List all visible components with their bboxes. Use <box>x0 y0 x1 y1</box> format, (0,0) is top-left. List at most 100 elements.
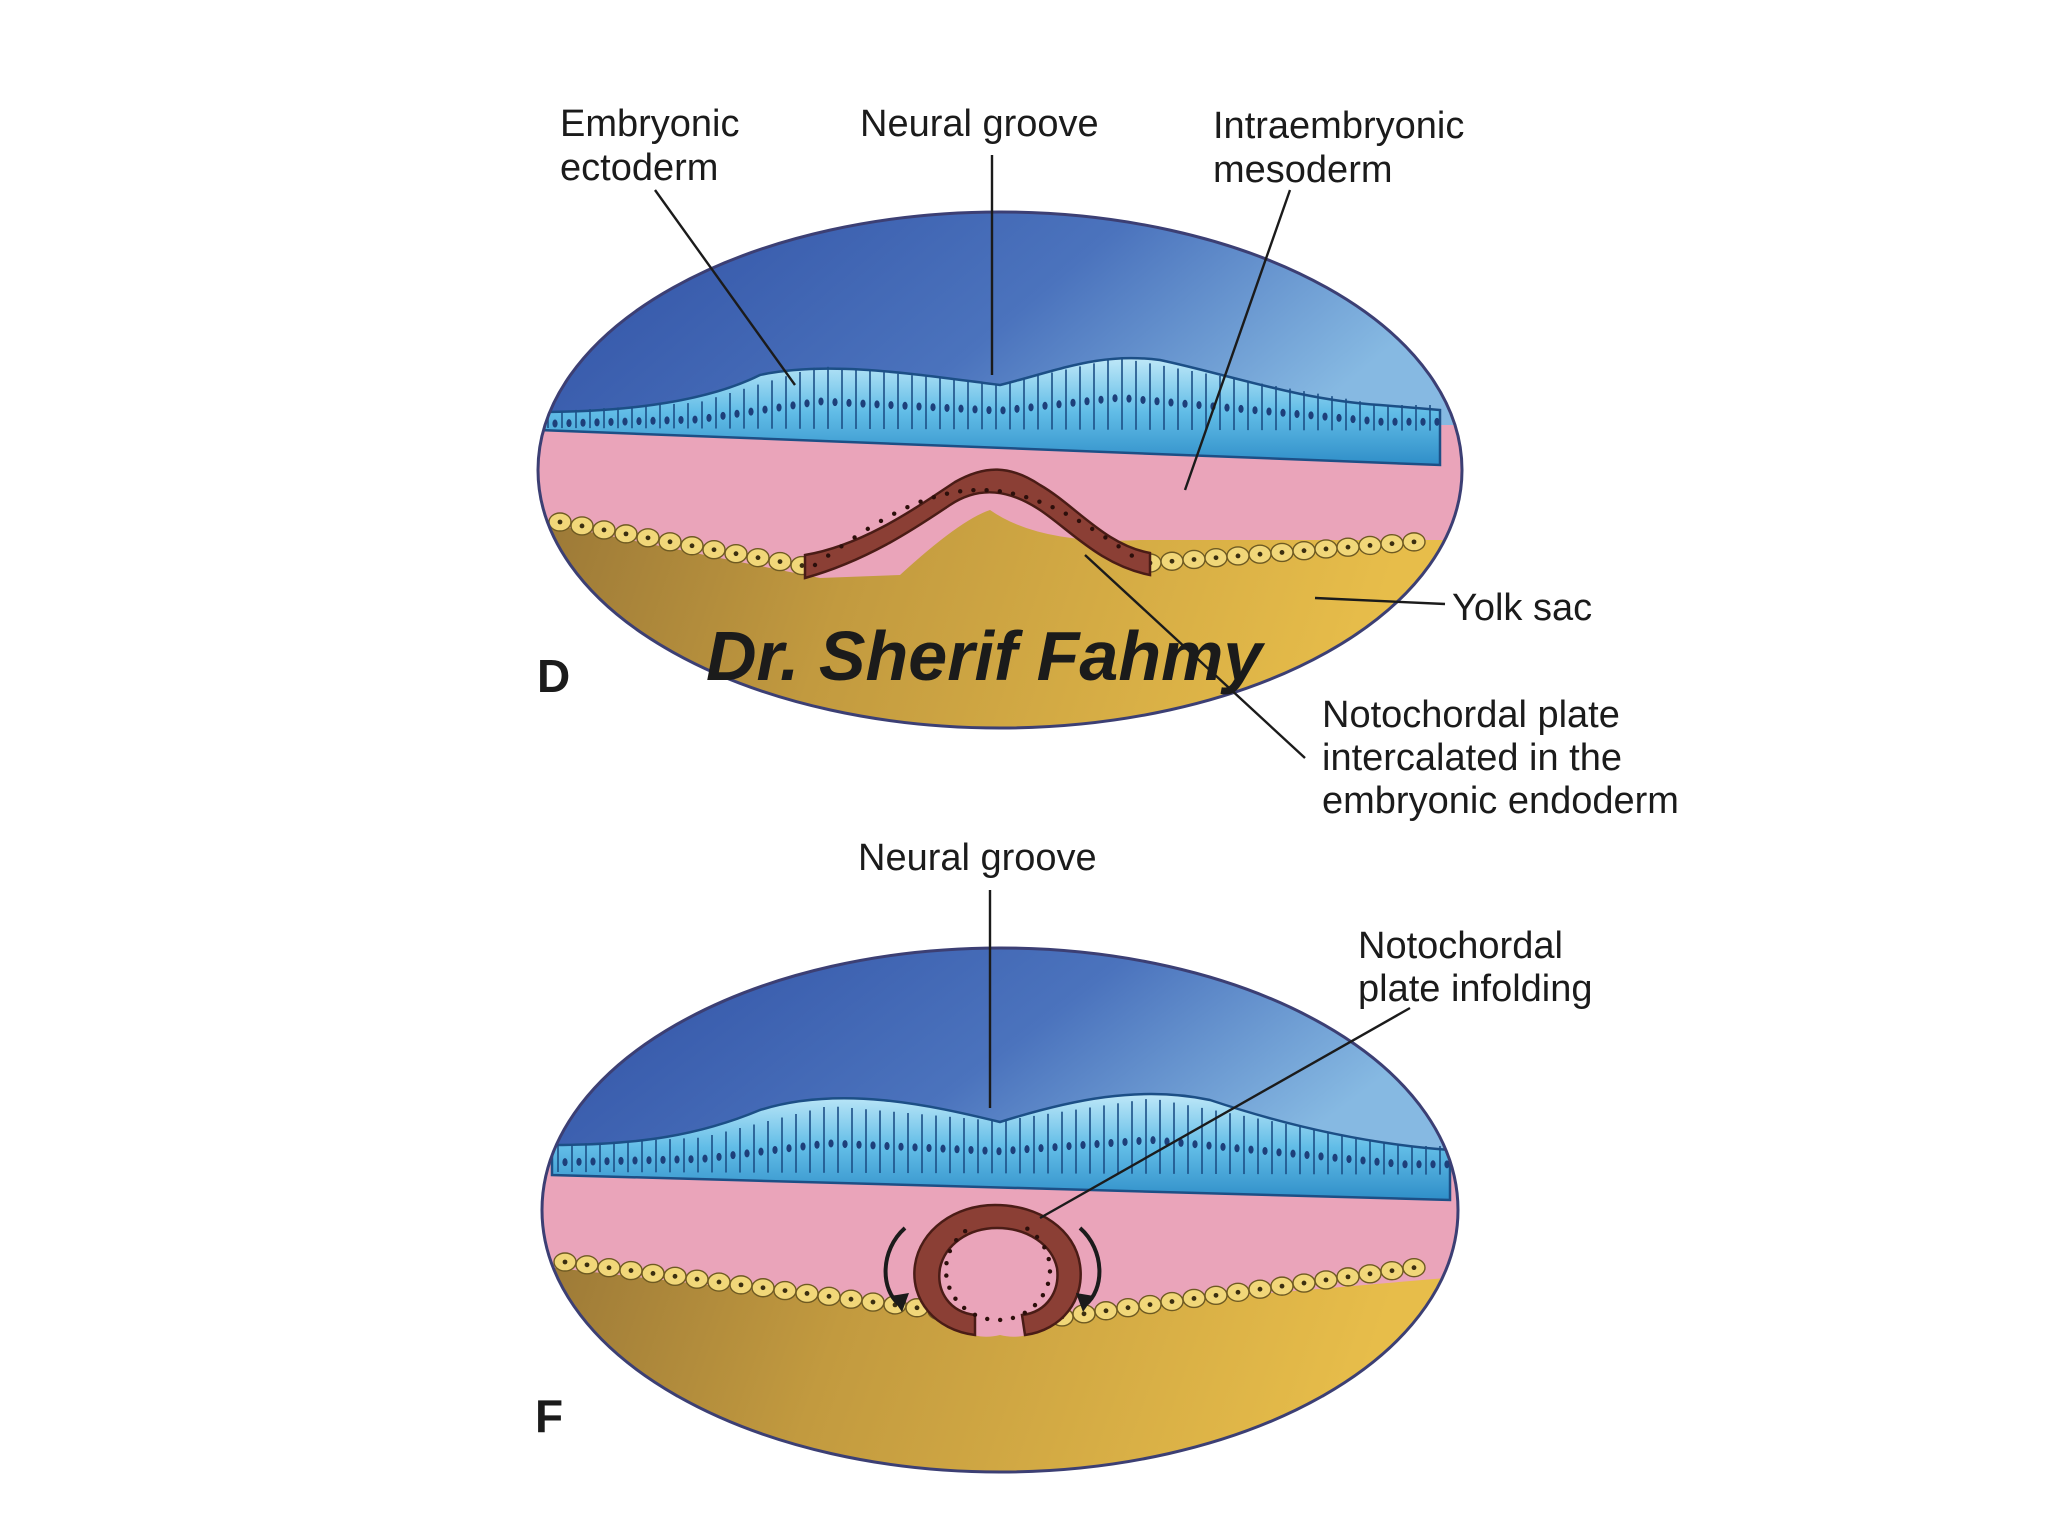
notochord-cell-nucleus <box>972 1312 978 1318</box>
ectoderm-cell-nucleus <box>744 1149 750 1158</box>
ectoderm-cell-nucleus <box>594 418 600 427</box>
ectoderm-cell-nucleus <box>832 398 838 407</box>
panel-letter-d: D <box>537 650 570 702</box>
endoderm-cell-nucleus <box>755 555 761 561</box>
ectoderm-cell-nucleus <box>996 1147 1002 1156</box>
ectoderm-cell-nucleus <box>706 413 712 422</box>
label-embryonic-ectoderm-line1: Embryonic <box>560 103 740 145</box>
notochord-cell-nucleus <box>997 489 1002 494</box>
notochord-cell-nucleus <box>997 1317 1003 1323</box>
endoderm-cell-nucleus <box>584 1262 590 1268</box>
endoderm-cell-nucleus <box>914 1305 920 1311</box>
endoderm-cell-nucleus <box>1103 1308 1109 1314</box>
notochord-cell-nucleus <box>984 487 989 493</box>
endoderm-cell-nucleus <box>650 1271 656 1276</box>
ectoderm-cell-nucleus <box>1262 1146 1268 1155</box>
endoderm-cell-nucleus <box>1081 1311 1087 1317</box>
endoderm-cell-nucleus <box>1235 553 1241 559</box>
ectoderm-cell-nucleus <box>814 1140 820 1149</box>
notochord-cell-nucleus <box>878 518 884 524</box>
ectoderm-cell-nucleus <box>1238 404 1244 413</box>
ectoderm-cell-nucleus <box>800 1142 806 1151</box>
endoderm-cell-nucleus <box>601 527 607 533</box>
endoderm-cell-nucleus <box>667 539 673 545</box>
ectoderm-cell-nucleus <box>674 1155 680 1164</box>
endoderm-cell-nucleus <box>645 535 651 541</box>
notochord-cell-nucleus <box>839 544 844 549</box>
panel-f: Neural groove Notochordal plate infoldin… <box>535 837 1593 1474</box>
ectoderm-cell-nucleus <box>590 1157 596 1166</box>
notochord-cell-nucleus <box>954 1238 959 1243</box>
endoderm-cell-nucleus <box>1191 1296 1197 1301</box>
ectoderm-cell-nucleus <box>860 399 866 408</box>
ectoderm-cell-nucleus <box>1192 1140 1198 1149</box>
ectoderm-cell-nucleus <box>1154 397 1160 406</box>
endoderm-cell-nucleus <box>716 1279 722 1285</box>
notochordal-plate <box>803 468 1152 580</box>
notochord-cell-nucleus <box>1116 544 1121 549</box>
notochord-cell-nucleus <box>947 1248 953 1254</box>
notochord-cell-nucleus <box>931 494 936 500</box>
ectoderm-cell-nucleus <box>1056 400 1062 409</box>
notochord-cell-nucleus <box>1090 526 1095 532</box>
ectoderm-cell-nucleus <box>1066 1142 1072 1151</box>
ectoderm-cell-nucleus <box>1304 1151 1310 1160</box>
ectoderm-cell-nucleus <box>982 1146 988 1155</box>
ectoderm-cell-nucleus <box>1430 1160 1436 1169</box>
notochordal-plate-cells <box>812 487 1135 568</box>
ectoderm-cell-nucleus <box>944 403 950 412</box>
ectoderm-cell-nucleus <box>804 399 810 408</box>
notochord-cell-nucleus <box>1129 553 1135 558</box>
ectoderm-cell-nucleus <box>1168 398 1174 407</box>
label-notochordal-plate-line1: Notochordal plate <box>1322 694 1620 736</box>
ectoderm-cell-nucleus <box>1080 1141 1086 1150</box>
ectoderm-cell-nucleus <box>1336 413 1342 422</box>
endoderm-cell-nucleus <box>1301 1280 1307 1286</box>
panel-letter-f: F <box>535 1390 563 1442</box>
endoderm-cell-nucleus <box>1301 548 1307 554</box>
endoderm-cell-nucleus <box>1279 1283 1285 1289</box>
notochord-cell-nucleus <box>944 491 950 496</box>
ectoderm-cell-nucleus <box>1308 411 1314 420</box>
ectoderm-cell-nucleus <box>1182 399 1188 408</box>
endoderm-cell-nucleus <box>799 563 805 568</box>
ectoderm-cell-nucleus <box>1108 1139 1114 1148</box>
ectoderm-cell-nucleus <box>772 1145 778 1154</box>
leader-notochordal-infolding <box>1039 1006 1411 1220</box>
panel-f-embryo-section <box>542 948 1458 1472</box>
endoderm-cell-nucleus <box>848 1296 854 1302</box>
ectoderm-cell-nucleus <box>968 1145 974 1154</box>
ectoderm-cell-nucleus <box>856 1140 862 1149</box>
ectoderm-cell-nucleus <box>776 403 782 412</box>
endoderm-cell-nucleus <box>804 1291 810 1296</box>
ectoderm-cell-nucleus <box>1374 1157 1380 1166</box>
ectoderm-cell-nucleus <box>884 1142 890 1151</box>
label-notochordal-plate-line2: intercalated in the <box>1322 737 1622 779</box>
panel-f-outline <box>540 946 1460 1474</box>
ectoderm-cell-nucleus <box>552 419 558 428</box>
ectoderm-cell-nucleus <box>1378 417 1384 426</box>
ectoderm-cell-nucleus <box>786 1144 792 1153</box>
endoderm-cell-nucleus <box>1345 544 1351 550</box>
ectoderm-cell-nucleus <box>1290 1149 1296 1158</box>
notochord-cell-nucleus <box>944 1260 949 1266</box>
ectoderm-cell-nucleus <box>926 1144 932 1153</box>
ectoderm-cell-nucleus <box>1406 417 1412 426</box>
ectoderm-cell-nucleus <box>562 1158 568 1167</box>
endoderm-cell-nucleus <box>1257 551 1263 557</box>
ectoderm-cell-nucleus <box>846 398 852 407</box>
endoderm-cell-nucleus <box>1213 555 1219 561</box>
endoderm-cell-nucleus <box>623 531 629 537</box>
ectoderm-cell-nucleus <box>1070 398 1076 407</box>
endoderm-cell-nucleus <box>557 519 563 525</box>
endoderm-cell-nucleus <box>1389 541 1395 547</box>
leader-yolk-sac <box>1314 596 1446 606</box>
ectoderm-cell-nucleus <box>1014 404 1020 413</box>
notochord-cell-nucleus <box>1025 1226 1030 1231</box>
ectoderm-cell-nucleus <box>912 1143 918 1152</box>
endoderm-cell-nucleus <box>782 1288 788 1293</box>
ectoderm-cell-nucleus <box>632 1156 638 1165</box>
endoderm-cell-nucleus <box>1169 1299 1175 1304</box>
ectoderm-cell-nucleus <box>888 401 894 410</box>
